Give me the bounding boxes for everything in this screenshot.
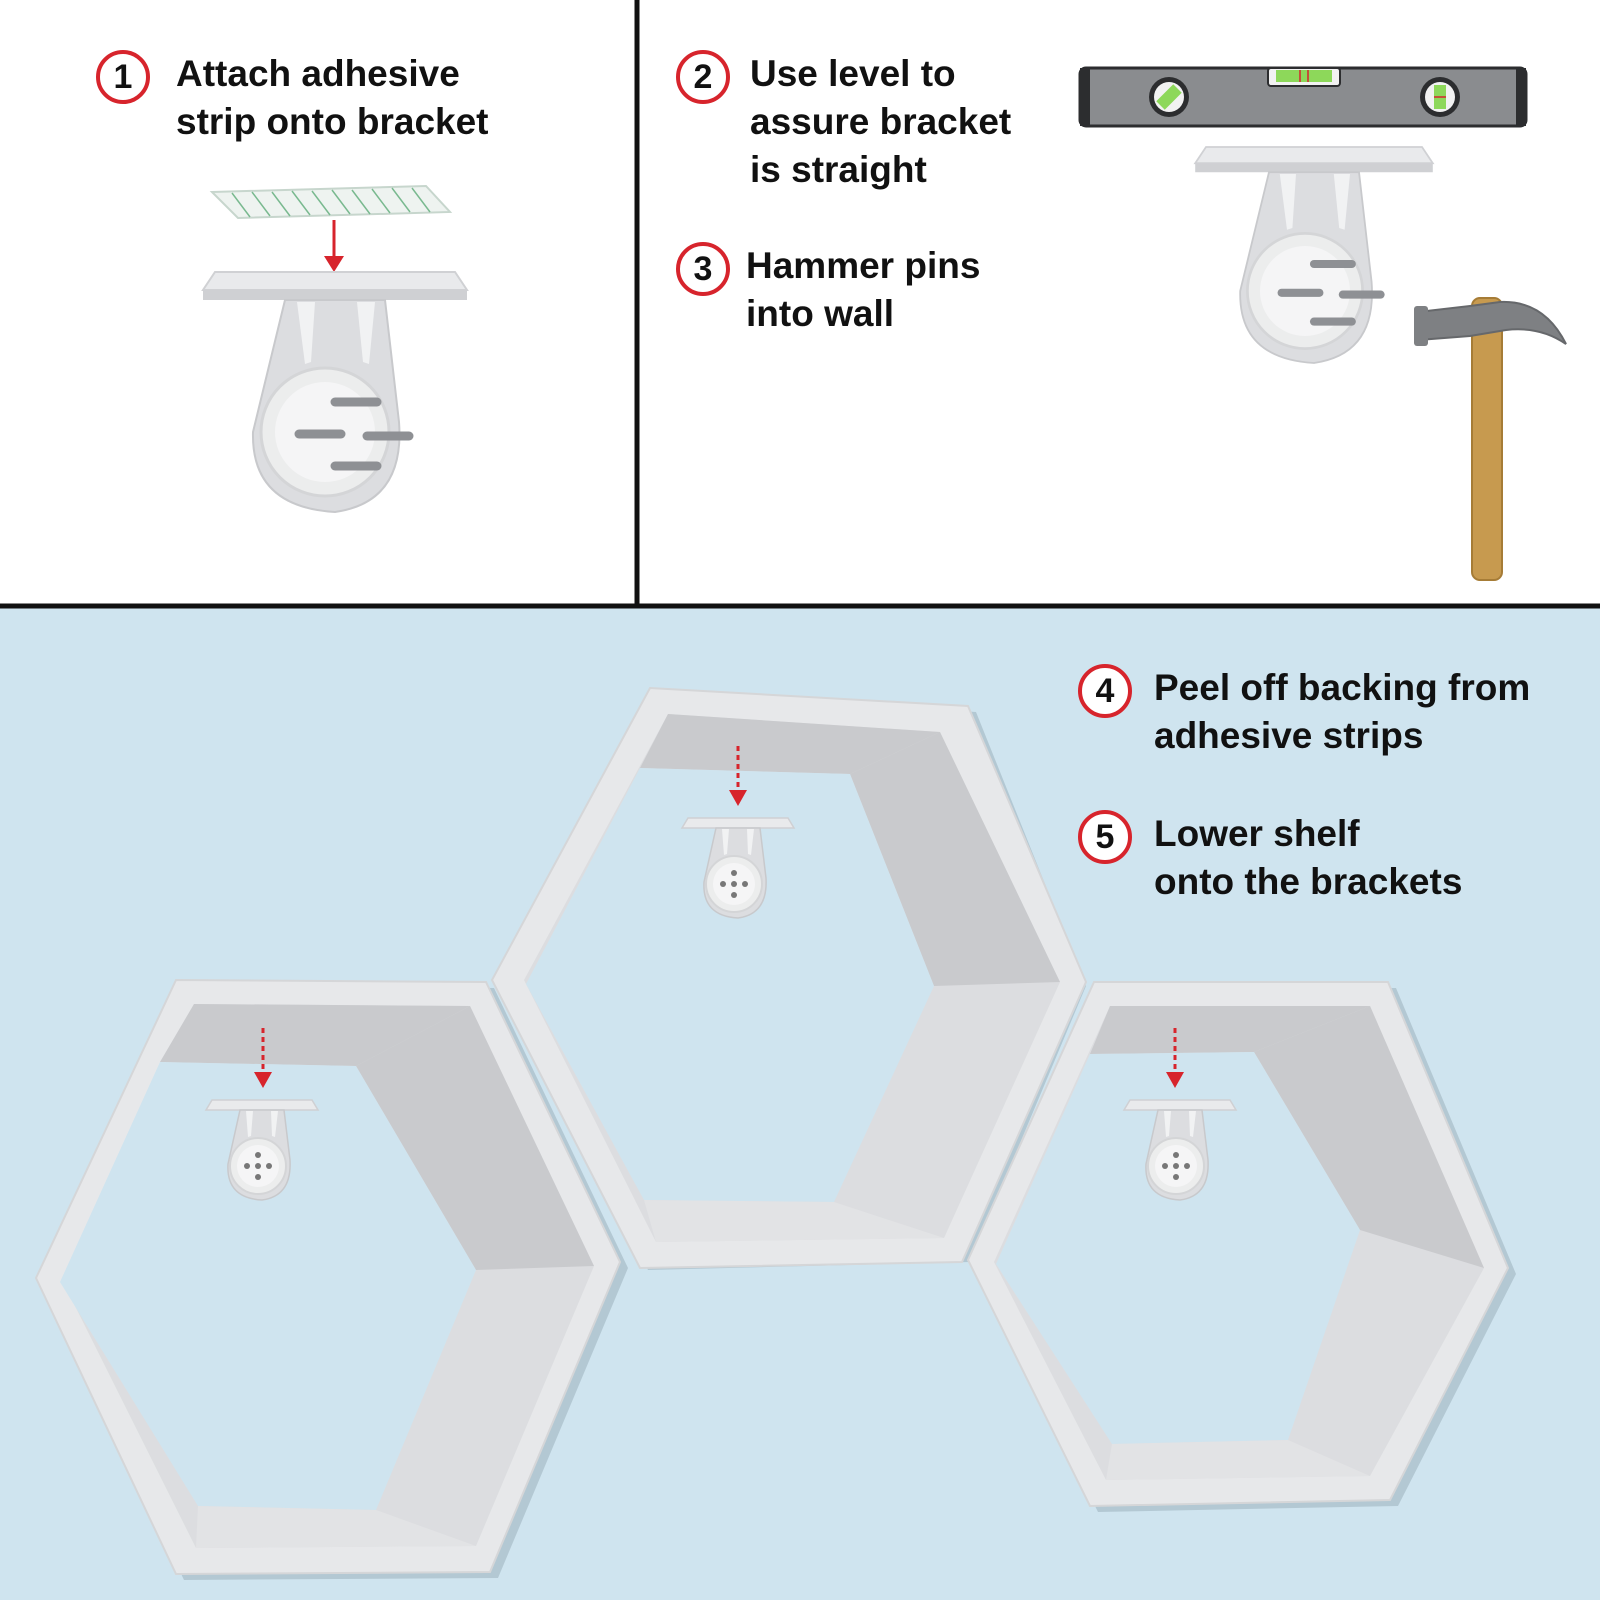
adhesive-strip-icon	[209, 184, 453, 220]
step-number-badge: 4	[1078, 664, 1132, 718]
down-arrow-icon	[729, 746, 747, 806]
step-4: 4 Peel off backing from adhesive strips	[1078, 664, 1530, 760]
bracket-icon	[1193, 145, 1435, 365]
down-arrow-icon	[324, 220, 344, 272]
step-instruction: Use level to assure bracket is straight	[750, 53, 1012, 190]
step-instruction: Hammer pins into wall	[746, 245, 981, 334]
step-number-badge: 3	[676, 242, 730, 296]
step-instruction: Attach adhesive strip onto bracket	[176, 53, 489, 142]
step-3: 3 Hammer pins into wall	[676, 242, 980, 338]
hammer-icon	[1414, 297, 1567, 581]
level-tool-icon	[1078, 66, 1528, 128]
step-number-badge: 1	[96, 50, 150, 104]
down-arrow-icon	[1166, 1028, 1184, 1088]
step-5: 5 Lower shelf onto the brackets	[1078, 810, 1462, 906]
down-arrow-icon	[254, 1028, 272, 1088]
step-number-badge: 5	[1078, 810, 1132, 864]
hexagon-shelf-icon	[34, 686, 1516, 1580]
step-2: 2 Use level to assure bracket is straigh…	[676, 50, 1011, 194]
step-instruction: Lower shelf onto the brackets	[1154, 813, 1463, 902]
step-instruction: Peel off backing from adhesive strips	[1154, 667, 1531, 756]
step-1: 1 Attach adhesive strip onto bracket	[96, 50, 489, 146]
step-number-badge: 2	[676, 50, 730, 104]
bracket-icon	[201, 270, 469, 514]
